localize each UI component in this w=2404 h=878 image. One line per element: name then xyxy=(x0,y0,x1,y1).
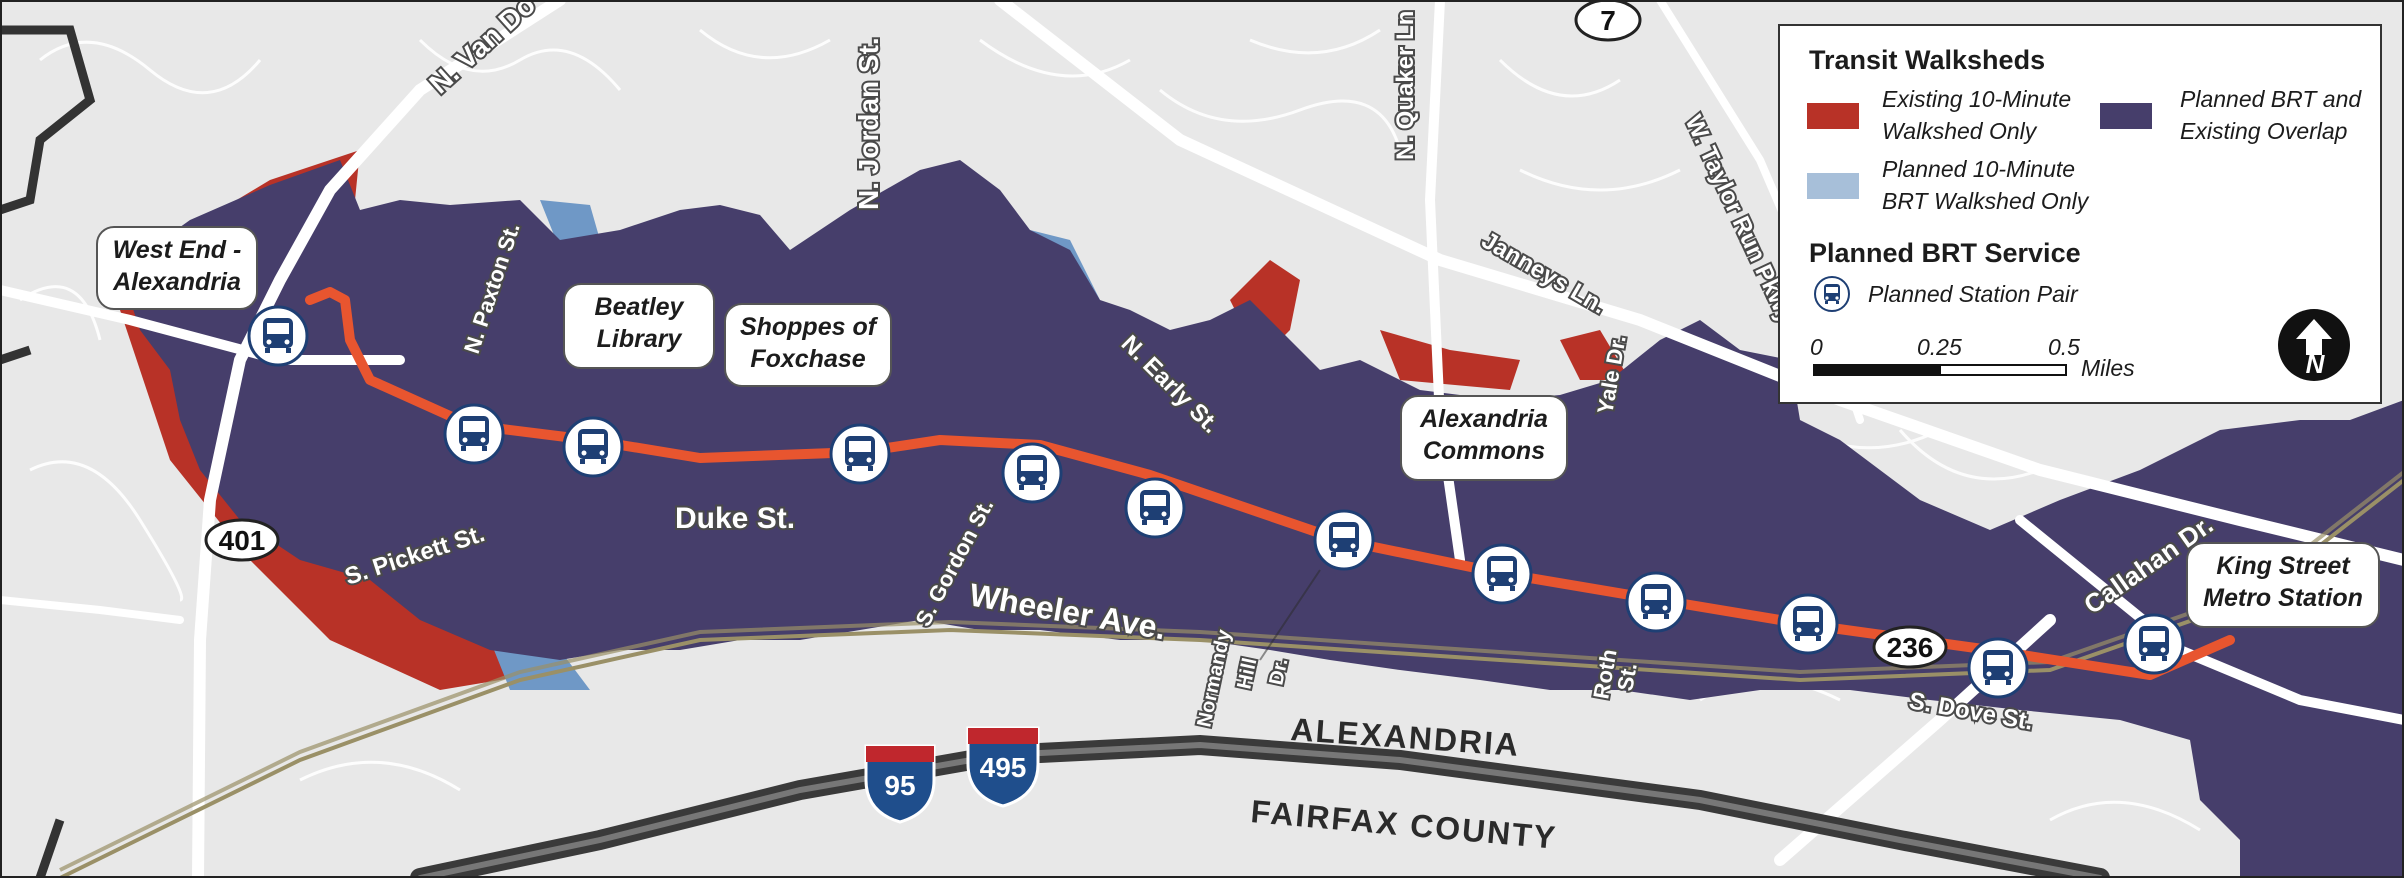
place-beatley-library: Beatley Library xyxy=(563,283,715,369)
legend-scale-tick-0: 0 xyxy=(1810,334,1823,360)
legend-scale-bar-dark xyxy=(1813,364,1941,376)
place-beatley-line1: Beatley xyxy=(594,293,684,321)
brt-station-icon xyxy=(829,423,891,485)
place-king-street-metro: King Street Metro Station xyxy=(2186,542,2380,628)
rail-lines xyxy=(59,470,2404,878)
route-shield-7: 7 xyxy=(1574,0,1642,42)
interstate-shield-495-label: 495 xyxy=(980,752,1027,783)
map-legend: Transit Walksheds Existing 10-Minute Wal… xyxy=(1778,24,2382,404)
brt-station-icon xyxy=(247,305,309,367)
brt-station-icon xyxy=(443,403,505,465)
legend-planned-line2: BRT Walkshed Only xyxy=(1882,188,2089,214)
brt-station-icon xyxy=(562,416,624,478)
place-commons-line1: Alexandria xyxy=(1420,405,1548,433)
brt-station-icon xyxy=(1124,477,1186,539)
legend-scale-unit: Miles xyxy=(2081,355,2135,381)
place-alexandria-commons: Alexandria Commons xyxy=(1400,395,1568,481)
brt-stations xyxy=(247,305,2185,699)
place-west-end-line2: Alexandria xyxy=(113,268,241,296)
brt-station-icon xyxy=(2123,613,2185,675)
legend-overlap-line2: Existing Overlap xyxy=(2180,118,2348,144)
legend-station-bus-icon xyxy=(1814,276,1850,312)
route-shield-7-label: 7 xyxy=(1600,5,1616,36)
legend-swatch-planned-only xyxy=(1807,173,1859,199)
existing-walkshed-area xyxy=(120,150,1630,690)
interstate-shield-495: 495 xyxy=(966,726,1040,808)
place-king-street-line1: King Street xyxy=(2216,552,2350,580)
brt-station-icon xyxy=(1625,571,1687,633)
legend-station-pair-label: Planned Station Pair xyxy=(1868,281,2078,307)
legend-existing-line2: Walkshed Only xyxy=(1882,118,2037,144)
legend-title-service: Planned BRT Service xyxy=(1809,238,2081,268)
place-king-street-line2: Metro Station xyxy=(2203,584,2363,612)
place-shoppes-line2: Foxchase xyxy=(750,345,866,373)
place-west-end-alexandria: West End - Alexandria xyxy=(96,226,258,310)
route-shield-236-label: 236 xyxy=(1887,632,1934,663)
road-label-n-jordan: N. Jordan St. xyxy=(853,37,884,210)
place-commons-line2: Commons xyxy=(1422,437,1546,465)
legend-swatch-overlap xyxy=(2100,103,2152,129)
road-label-n-quaker: N. Quaker Ln xyxy=(1392,11,1419,160)
legend-scale-bar-light xyxy=(1939,364,2067,376)
place-beatley-line2: Library xyxy=(596,325,682,353)
route-shield-401-label: 401 xyxy=(219,525,266,556)
legend-overlap-line1: Planned BRT and xyxy=(2180,86,2362,112)
route-shield-236: 236 xyxy=(1872,625,1948,669)
legend-planned-line1: Planned 10-Minute xyxy=(1882,156,2076,182)
place-shoppes-line1: Shoppes of xyxy=(739,313,877,341)
brt-station-icon xyxy=(1967,637,2029,699)
legend-scale-tick-025: 0.25 xyxy=(1917,334,1962,360)
brt-station-icon xyxy=(1313,509,1375,571)
legend-scale-tick-05: 0.5 xyxy=(2048,334,2080,360)
brt-station-icon xyxy=(1001,442,1063,504)
interstate-shield-95-label: 95 xyxy=(884,770,915,801)
brt-station-icon xyxy=(1777,593,1839,655)
legend-existing-line1: Existing 10-Minute xyxy=(1882,86,2072,112)
interstate-shield-95: 95 xyxy=(864,744,936,824)
route-shield-401: 401 xyxy=(204,518,280,562)
road-label-roth-st: St. xyxy=(1612,661,1642,693)
jurisdiction-boundary xyxy=(0,25,96,878)
legend-title-walksheds: Transit Walksheds xyxy=(1809,45,2046,75)
north-arrow-letter: N xyxy=(2306,349,2326,379)
place-west-end-line1: West End - xyxy=(112,236,242,264)
brt-route-casing xyxy=(1259,569,1321,661)
north-arrow-icon: N xyxy=(2278,309,2350,381)
legend-swatch-existing-only xyxy=(1807,103,1859,129)
road-label-duke: Duke St. xyxy=(675,502,795,535)
place-shoppes-of-foxchase: Shoppes of Foxchase xyxy=(724,303,892,387)
interstate-highway xyxy=(410,734,2110,878)
brt-station-icon xyxy=(1471,543,1533,605)
